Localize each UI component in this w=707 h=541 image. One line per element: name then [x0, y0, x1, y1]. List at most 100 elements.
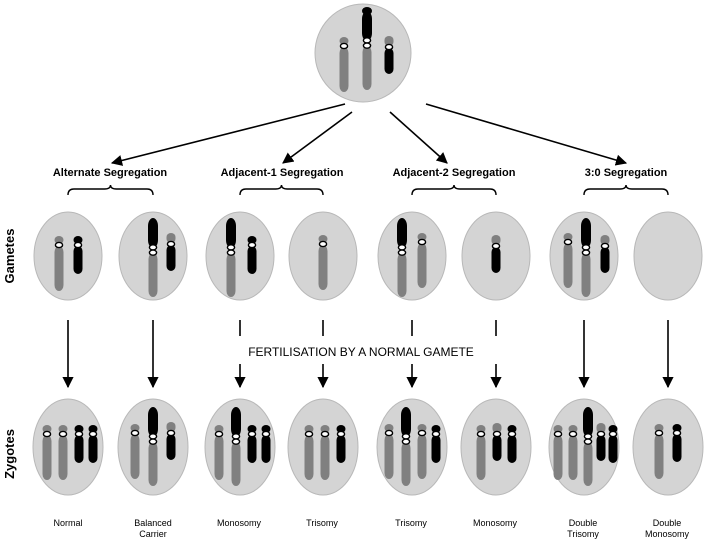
centromere-marker — [318, 240, 328, 248]
outcome-monosomy-1: Monosomy — [217, 518, 262, 528]
derivative-long — [583, 407, 593, 486]
derivative-short — [600, 235, 610, 273]
centromere-marker — [397, 244, 407, 251]
centromere-marker — [417, 429, 427, 437]
centromere-marker — [654, 429, 664, 437]
grouping-brace — [583, 184, 669, 196]
centromere-marker — [401, 433, 411, 440]
row-label-zygotes: Zygotes — [2, 429, 17, 479]
grey-chromosome — [563, 233, 573, 288]
parent-normal-grey — [339, 37, 349, 92]
centromere-marker — [417, 238, 427, 246]
zygote-cell — [32, 398, 104, 496]
centromere-marker — [304, 430, 314, 438]
grey-chromosome — [417, 233, 427, 288]
black-chromosome — [247, 425, 257, 463]
centromere-marker — [226, 244, 236, 251]
outcome-balanced-carrier-line2: Carrier — [139, 529, 167, 539]
centromere-marker — [384, 43, 394, 51]
grouping-brace — [67, 184, 154, 196]
black-chromosome — [336, 425, 346, 463]
zygote-cell — [632, 398, 704, 496]
centromere-marker — [401, 438, 411, 445]
derivative-long — [581, 218, 591, 297]
cell-membrane — [633, 211, 703, 301]
black-chromosome — [507, 425, 517, 463]
derivative-short — [596, 423, 606, 461]
centromere-marker — [247, 241, 257, 249]
zygote-outcome-captions: Normal Balanced Carrier Monosomy Trisomy… — [53, 518, 689, 539]
black-chromosome — [261, 425, 271, 463]
grey-chromosome — [417, 424, 427, 479]
gamete-cell — [549, 211, 619, 301]
cell-membrane — [33, 211, 103, 301]
outcome-double-monosomy-line2: Monosomy — [645, 529, 690, 539]
centromere-marker — [672, 429, 682, 437]
centromere-marker — [261, 430, 271, 438]
centromere-marker — [583, 438, 593, 445]
derivative-long — [401, 407, 411, 486]
grouping-brace — [239, 184, 324, 196]
cell-membrane — [377, 211, 447, 301]
segregation-arrow — [389, 111, 448, 164]
black-chromosome — [672, 424, 682, 462]
centromere-marker — [608, 430, 618, 438]
grey-chromosome — [58, 425, 68, 480]
centromere-marker — [336, 430, 346, 438]
centromere-marker — [88, 430, 98, 438]
gamete-cell — [205, 211, 275, 301]
cell-membrane — [376, 398, 448, 496]
zygote-cell — [287, 398, 359, 496]
gamete-cell — [288, 211, 358, 301]
grouping-brace — [411, 184, 497, 196]
centromere-marker — [491, 242, 501, 250]
outcome-trisomy-2: Trisomy — [395, 518, 427, 528]
segregation-arrow — [282, 111, 353, 164]
grey-chromosome — [553, 425, 563, 480]
parent-derivative-short — [384, 36, 394, 74]
centromere-marker — [231, 433, 241, 440]
centromere-marker — [507, 430, 517, 438]
centromere-marker — [581, 249, 591, 256]
derivative-short — [166, 422, 176, 460]
derivative-long — [397, 218, 407, 297]
centromere-marker — [214, 430, 224, 438]
grey-chromosome — [214, 425, 224, 480]
centromere-marker — [563, 238, 573, 246]
centromere-marker — [431, 430, 441, 438]
segregation-arrow — [425, 103, 628, 166]
zygote-cell — [117, 398, 189, 496]
grey-chromosome — [654, 424, 664, 479]
centromere-marker — [568, 430, 578, 438]
centromere-marker — [581, 244, 591, 251]
cell-membrane — [632, 398, 704, 496]
gamete-cell — [118, 211, 188, 301]
zygote-cell — [376, 398, 448, 496]
centromere-marker — [553, 430, 563, 438]
derivative-short — [166, 233, 176, 271]
outcome-trisomy-1: Trisomy — [306, 518, 338, 528]
centromere-marker — [247, 430, 257, 438]
centromere-marker — [148, 249, 158, 256]
gamete-cell — [633, 211, 703, 301]
segregation-arrows — [110, 103, 628, 166]
grey-chromosome — [54, 236, 64, 291]
black-chromosome — [608, 425, 618, 463]
outcome-balanced-carrier-line1: Balanced — [134, 518, 172, 528]
zygote-row — [32, 398, 704, 496]
outcome-normal: Normal — [53, 518, 82, 528]
segregation-label-alternate: Alternate Segregation — [53, 167, 168, 179]
outcome-double-trisomy-line2: Trisomy — [567, 529, 599, 539]
grey-chromosome — [304, 425, 314, 480]
segregation-braces — [67, 184, 669, 196]
gamete-cell — [461, 211, 531, 301]
fertilisation-arrows — [62, 320, 674, 389]
parent-cell-body — [314, 3, 412, 103]
outcome-double-trisomy-line1: Double — [569, 518, 598, 528]
centromere-marker — [320, 430, 330, 438]
derivative-long — [148, 407, 158, 486]
cell-membrane — [205, 211, 275, 301]
centromere-marker — [73, 241, 83, 249]
centromere-marker — [397, 249, 407, 256]
gamete-cell — [33, 211, 103, 301]
